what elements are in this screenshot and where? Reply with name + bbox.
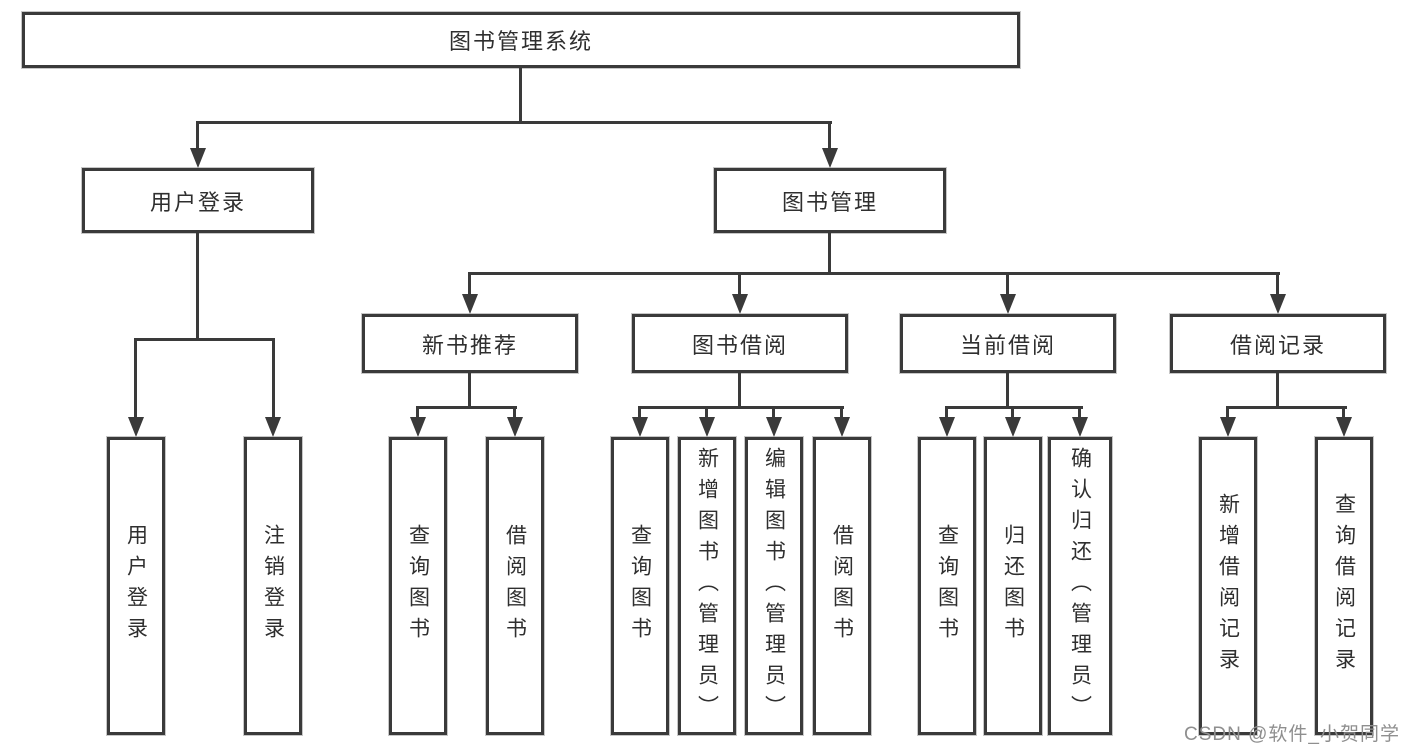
connector-line bbox=[1226, 406, 1347, 409]
node-new-book-recommendation: 新书推荐 bbox=[362, 314, 578, 373]
connector-line bbox=[828, 121, 831, 149]
node-query-borrow-record: 查询借阅记录 bbox=[1315, 437, 1373, 735]
node-label: 查询图书 bbox=[406, 524, 430, 648]
connector-line bbox=[738, 373, 741, 406]
connector-line bbox=[272, 338, 275, 418]
arrowhead-down-icon bbox=[190, 148, 206, 168]
node-return-books: 归还图书 bbox=[984, 437, 1042, 735]
connector-line bbox=[638, 406, 844, 409]
arrowhead-down-icon bbox=[699, 417, 715, 437]
arrowhead-down-icon bbox=[1072, 417, 1088, 437]
arrowhead-down-icon bbox=[766, 417, 782, 437]
connector-line bbox=[1011, 406, 1014, 418]
arrowhead-down-icon bbox=[1005, 417, 1021, 437]
node-book-borrowing: 图书借阅 bbox=[632, 314, 848, 373]
node-label: 当前借阅 bbox=[959, 332, 1056, 358]
connector-line bbox=[196, 121, 832, 124]
node-book-management: 图书管理 bbox=[714, 168, 946, 233]
node-label: 注销登录 bbox=[261, 524, 285, 648]
node-logout: 注销登录 bbox=[244, 437, 302, 735]
arrowhead-down-icon bbox=[1336, 417, 1352, 437]
node-query-books-recommend: 查询图书 bbox=[389, 437, 447, 735]
node-label: 编辑图书（管理员） bbox=[762, 446, 786, 726]
node-borrow-books: 借阅图书 bbox=[813, 437, 871, 735]
connector-line bbox=[945, 406, 948, 418]
connector-line bbox=[519, 68, 522, 121]
node-label: 新增借阅记录 bbox=[1216, 493, 1240, 679]
node-edit-book-admin: 编辑图书（管理员） bbox=[745, 437, 803, 735]
node-label: 图书借阅 bbox=[691, 332, 788, 358]
arrowhead-down-icon bbox=[1270, 294, 1286, 314]
connector-line bbox=[638, 406, 641, 418]
node-current-borrowing: 当前借阅 bbox=[900, 314, 1116, 373]
csdn-watermark: CSDN @软件_小贺同学 bbox=[1184, 724, 1400, 745]
node-user-login-leaf: 用户登录 bbox=[107, 437, 165, 735]
arrowhead-down-icon bbox=[265, 417, 281, 437]
connector-line bbox=[196, 233, 199, 338]
arrowhead-down-icon bbox=[1220, 417, 1236, 437]
connector-line bbox=[134, 338, 275, 341]
node-add-book-admin: 新增图书（管理员） bbox=[678, 437, 736, 735]
connector-line bbox=[468, 272, 471, 295]
arrowhead-down-icon bbox=[732, 294, 748, 314]
node-label: 用户登录 bbox=[149, 189, 246, 215]
connector-line bbox=[945, 406, 1083, 409]
node-label: 新增图书（管理员） bbox=[695, 446, 719, 726]
node-label: 用户登录 bbox=[124, 524, 148, 648]
node-label: 新书推荐 bbox=[421, 332, 518, 358]
node-label: 查询图书 bbox=[628, 524, 652, 648]
node-label: 借阅图书 bbox=[830, 524, 854, 648]
connector-line bbox=[772, 406, 775, 418]
arrowhead-down-icon bbox=[822, 148, 838, 168]
arrowhead-down-icon bbox=[939, 417, 955, 437]
connector-line bbox=[1078, 406, 1081, 418]
node-label: 查询借阅记录 bbox=[1332, 493, 1356, 679]
node-query-books-borrowing: 查询图书 bbox=[611, 437, 669, 735]
node-label: 归还图书 bbox=[1001, 524, 1025, 648]
node-confirm-return-admin: 确认归还（管理员） bbox=[1048, 437, 1112, 735]
connector-line bbox=[196, 121, 199, 149]
node-add-borrow-record: 新增借阅记录 bbox=[1199, 437, 1257, 735]
connector-line bbox=[416, 406, 517, 409]
connector-line bbox=[1342, 406, 1345, 418]
connector-line bbox=[513, 406, 516, 418]
connector-line bbox=[1006, 373, 1009, 406]
connector-line bbox=[134, 338, 137, 418]
node-label: 确认归还（管理员） bbox=[1068, 446, 1092, 726]
connector-line bbox=[705, 406, 708, 418]
connector-line bbox=[1006, 272, 1009, 295]
arrowhead-down-icon bbox=[834, 417, 850, 437]
arrowhead-down-icon bbox=[632, 417, 648, 437]
node-user-login: 用户登录 bbox=[82, 168, 314, 233]
connector-line bbox=[468, 272, 1280, 275]
arrowhead-down-icon bbox=[128, 417, 144, 437]
connector-line bbox=[738, 272, 741, 295]
node-label: 借阅记录 bbox=[1229, 332, 1326, 358]
node-borrow-books-recommend: 借阅图书 bbox=[486, 437, 544, 735]
node-label: 查询图书 bbox=[935, 524, 959, 648]
node-label: 图书管理系统 bbox=[448, 29, 593, 54]
node-borrowing-records: 借阅记录 bbox=[1170, 314, 1386, 373]
arrowhead-down-icon bbox=[1000, 294, 1016, 314]
connector-line bbox=[468, 373, 471, 406]
connector-line bbox=[840, 406, 843, 418]
connector-line bbox=[1226, 406, 1229, 418]
connector-line bbox=[416, 406, 419, 418]
arrowhead-down-icon bbox=[410, 417, 426, 437]
node-label: 借阅图书 bbox=[503, 524, 527, 648]
arrowhead-down-icon bbox=[507, 417, 523, 437]
arrowhead-down-icon bbox=[462, 294, 478, 314]
connector-line bbox=[828, 233, 831, 272]
node-library-management-system: 图书管理系统 bbox=[22, 12, 1020, 68]
node-query-books-current: 查询图书 bbox=[918, 437, 976, 735]
connector-line bbox=[1276, 373, 1279, 406]
connector-line bbox=[1276, 272, 1279, 295]
node-label: 图书管理 bbox=[781, 189, 878, 215]
